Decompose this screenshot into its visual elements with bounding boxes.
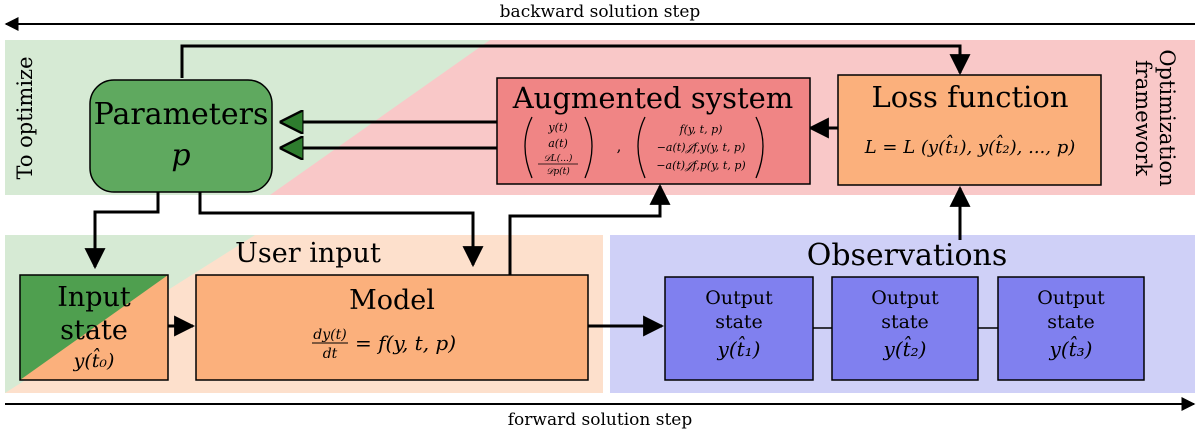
observations-label: Observations [807, 238, 1008, 273]
input-state-line1: Input [57, 282, 131, 313]
aug-left-entry-3-den: 𝒟p(t) [546, 166, 570, 177]
to-optimize-label: To optimize [13, 56, 37, 179]
output-2-line2: state [881, 311, 929, 333]
params-to-loss-arrow [180, 44, 971, 78]
output-2-value: y(t̂₂) [883, 335, 927, 361]
user-input-label: User input [235, 238, 381, 269]
params-to-model-arrow [198, 192, 484, 268]
forward-label: forward solution step [508, 410, 693, 430]
input-state-value: y(t̂₀) [73, 347, 115, 372]
loss-formula: L = L (y(t̂₁), y(t̂₂), ..., p) [864, 133, 1076, 158]
parameters-symbol: p [171, 138, 190, 173]
aug-comma: , [617, 137, 622, 155]
parameters-title: Parameters [94, 97, 269, 132]
augmented-system-box: Augmented system y(t) a(t) 𝒟L(...) 𝒟p(t)… [496, 77, 811, 185]
aug-left-entry-2: a(t) [548, 137, 568, 150]
output-state-box-1: Output state y(t̂₁) [664, 276, 814, 381]
model-formula-rhs: = f(y, t, p) [355, 331, 456, 355]
output-3-line2: state [1047, 311, 1095, 333]
augmented-title: Augmented system [512, 81, 794, 115]
output-state-box-2: Output state y(t̂₂) [831, 276, 979, 381]
output-3-line1: Output [1037, 287, 1105, 309]
framework-label-line1: Optimization [1155, 49, 1179, 186]
model-to-augmented-arrow [508, 183, 671, 275]
output-1-line2: state [715, 311, 763, 333]
backward-label: backward solution step [500, 2, 701, 22]
loss-function-box: Loss function L = L (y(t̂₁), y(t̂₂), ...… [837, 74, 1102, 186]
output-2-line1: Output [871, 287, 939, 309]
model-formula-den: dt [323, 346, 338, 362]
aug-left-entry-1: y(t) [547, 121, 567, 134]
model-formula-num: dy(t) [313, 327, 346, 343]
input-state-line2: state [60, 315, 128, 346]
input-state-box: Input state y(t̂₀) [19, 274, 169, 381]
aug-right-entry-1: f(y, t, p) [679, 123, 723, 136]
model-box: Model dy(t) dt = f(y, t, p) [195, 274, 589, 381]
model-title: Model [349, 285, 435, 316]
output-3-value: y(t̂₃) [1049, 335, 1093, 361]
output-1-value: y(t̂₁) [717, 335, 761, 361]
framework-label-line2: framework [1131, 60, 1155, 176]
parameters-box: Parameters p [89, 79, 273, 193]
output-1-line1: Output [705, 287, 773, 309]
loss-title: Loss function [871, 80, 1068, 114]
aug-right-entry-3: −a(t)𝒥f,p(y, t, p) [656, 159, 745, 172]
aug-left-entry-3-num: 𝒟L(...) [544, 153, 573, 164]
output-state-box-3: Output state y(t̂₃) [997, 276, 1145, 381]
aug-right-entry-2: −a(t)𝒥f,y(y, t, p) [657, 141, 746, 154]
params-to-input-arrow [84, 192, 160, 270]
